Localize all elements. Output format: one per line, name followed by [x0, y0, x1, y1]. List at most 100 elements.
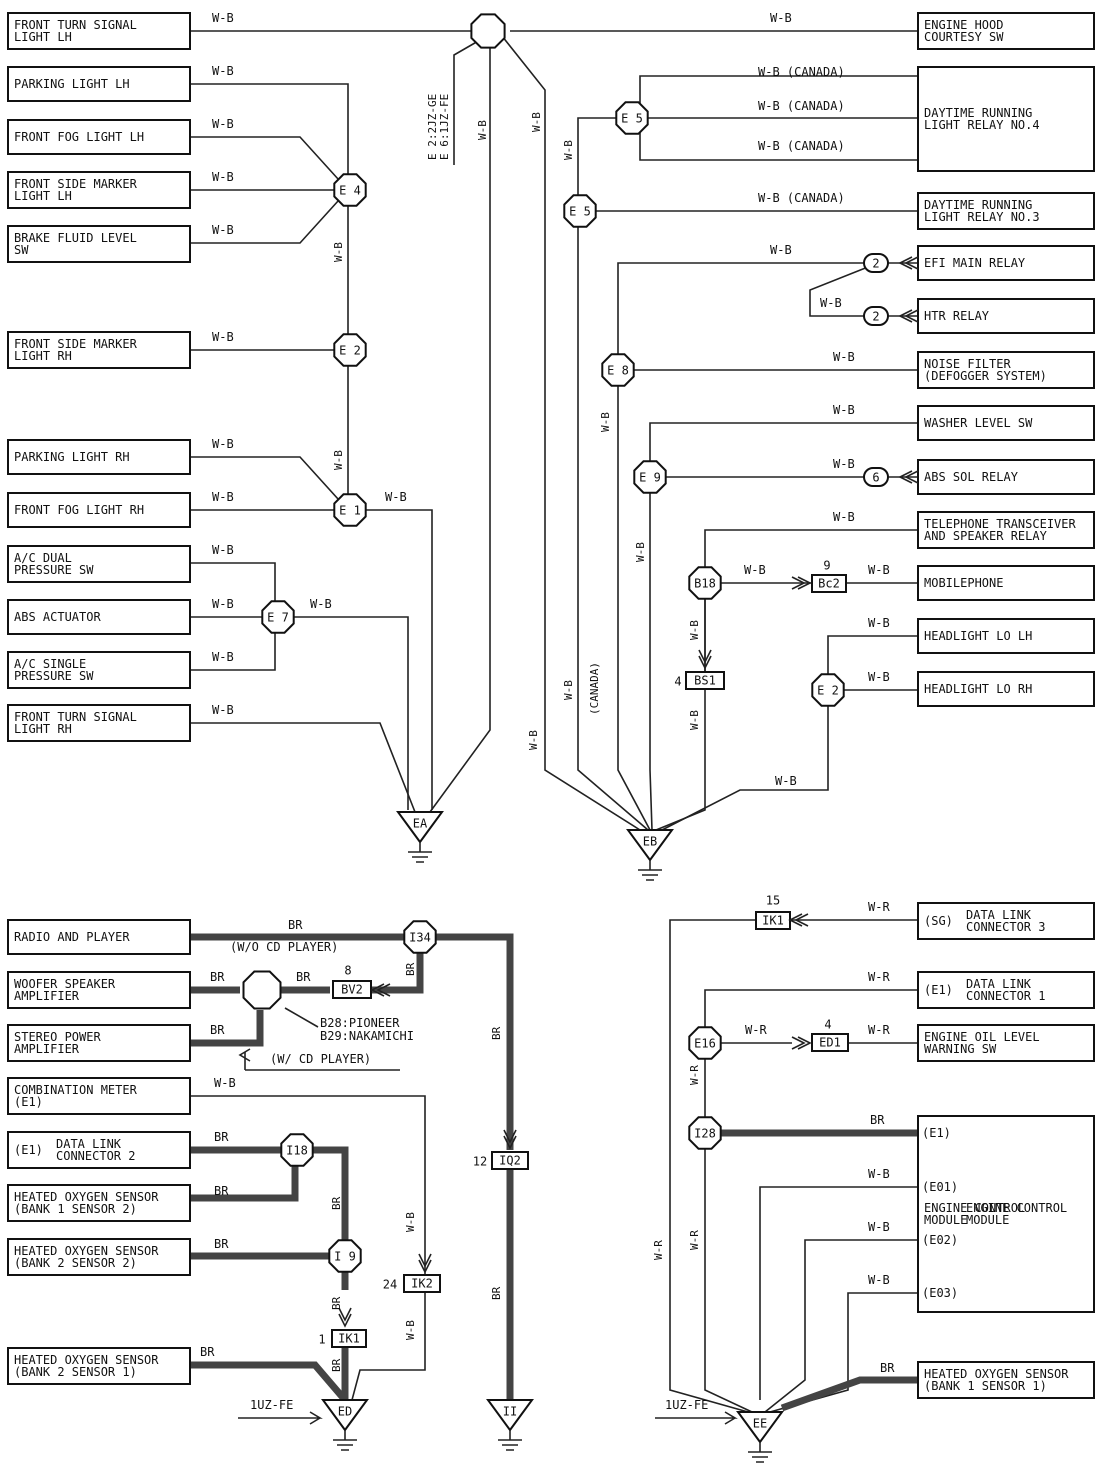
wire-front-turn-rh	[190, 722, 416, 813]
wire-e-ea	[429, 31, 491, 813]
headlight-lo-lh-box	[917, 618, 1095, 654]
wire-label: W-B	[212, 117, 234, 131]
splice-e8-id: E 8	[607, 364, 629, 378]
engine-note-pointer	[453, 39, 481, 165]
heated-oxygen-sensor-b1s2-box	[7, 1184, 191, 1222]
splice-e2-right-id: E 2	[817, 684, 839, 698]
wire-hos-b1s1	[780, 1376, 918, 1412]
wire-label-br: BR	[870, 1113, 885, 1127]
wire-label-wr: W-R	[868, 1023, 890, 1037]
wire-label: W-B	[212, 490, 234, 504]
front-fog-light-rh-box	[7, 492, 191, 528]
engine-hood-courtesy-sw-box-label-1: ENGINE HOOD	[924, 18, 1003, 32]
connector-bs1-pin: 4	[674, 675, 681, 689]
pin-abs-sol-relay-id: 6	[872, 471, 879, 485]
ecm-label-1: ENGINE CONTROL	[966, 1201, 1067, 1215]
front-side-marker-rh-box-label-2: LIGHT RH	[14, 349, 72, 363]
arrow-ik1-left	[338, 1307, 352, 1328]
wire-e7-ea	[275, 616, 409, 810]
note-1uz-fe-ed: 1UZ-FE	[250, 1398, 293, 1412]
wire-label: W-B	[868, 1273, 890, 1287]
ac-single-pressure-sw-box-label-2: PRESSURE SW	[14, 669, 94, 683]
engine-control-module-box-label-2: MODULE	[924, 1213, 967, 1227]
ecm-pin-e1: (E1)	[922, 1126, 951, 1140]
heated-oxygen-sensor-b1s1-box	[917, 1361, 1095, 1399]
headlight-lo-rh-box	[917, 671, 1095, 707]
wire-efi	[617, 262, 918, 831]
arrow-bv2	[370, 983, 391, 997]
engine-control-module-box	[917, 1115, 1095, 1313]
wire-label-vertical: W-B	[404, 1212, 417, 1232]
engine-hood-courtesy-sw-box-label-2: COURTESY SW	[924, 30, 1004, 44]
brake-fluid-level-sw-box	[7, 225, 191, 263]
connector-bc2-pin: 9	[823, 559, 830, 573]
wire-label-vertical: W-B	[530, 112, 543, 132]
note-b28-pioneer: B28:PIONEER	[320, 1016, 400, 1030]
wire-label-vertical: W-B	[562, 680, 575, 700]
ecm-pin-e01: (E01)	[922, 1180, 958, 1194]
note-b29-nakamichi: B29:NAKAMICHI	[320, 1029, 414, 1043]
wire-label: W-B	[833, 457, 855, 471]
drl-relay-no4-box-label-1: DAYTIME RUNNING	[924, 106, 1032, 120]
wire-label: W-B	[770, 11, 792, 25]
wire-label: W-B	[868, 616, 890, 630]
front-turn-signal-rh-box	[7, 704, 191, 742]
wire-label-canada: W-B (CANADA)	[758, 65, 845, 79]
connector-ik1-left-pin: 1	[318, 1333, 325, 1347]
wire-label: W-B	[868, 563, 890, 577]
engine-control-module-box-label-1: ENGINE CONTROL	[924, 1201, 1025, 1215]
wire-label-vertical: W-B	[688, 710, 701, 730]
heated-oxygen-sensor-b2s1-box	[7, 1347, 191, 1385]
connector-bv2-pin: 8	[344, 964, 351, 978]
drl-relay-no3-box-label-1: DAYTIME RUNNING	[924, 198, 1032, 212]
ecm-pin-e02: (E02)	[922, 1233, 958, 1247]
connector-bv2	[332, 980, 372, 999]
arrow-htr	[898, 309, 919, 323]
wire-label: W-B	[868, 670, 890, 684]
wire-label-vertical: W-B	[634, 542, 647, 562]
data-link-connector-1-box-pin: (E1)	[924, 983, 953, 997]
parking-light-rh-box-label-1: PARKING LIGHT RH	[14, 450, 130, 464]
arrow-ik1-right	[788, 913, 809, 927]
ground-ea-id: EA	[413, 817, 428, 831]
parking-light-lh-box	[7, 66, 191, 102]
wire-label-canada: W-B (CANADA)	[758, 139, 845, 153]
splice-i28	[688, 1116, 722, 1150]
wire-label-br: BR	[214, 1184, 229, 1198]
abs-actuator-box-label-1: ABS ACTUATOR	[14, 610, 101, 624]
parking-light-rh-box	[7, 439, 191, 475]
ac-dual-pressure-sw-box-label-2: PRESSURE SW	[14, 563, 94, 577]
splice-e2-right	[811, 673, 845, 707]
splice-b18-id: B18	[694, 577, 716, 591]
wire-hos-b1s2	[190, 1150, 299, 1202]
wire-label-br-vertical: BR	[404, 962, 417, 976]
wire-label: W-B	[744, 563, 766, 577]
front-fog-light-lh-box-label-1: FRONT FOG LIGHT LH	[14, 130, 144, 144]
wire-label-wr: W-R	[868, 970, 890, 984]
abs-sol-relay-box-label-1: ABS SOL RELAY	[924, 470, 1019, 484]
splice-e16-id: E16	[694, 1037, 716, 1051]
woofer-speaker-amplifier-box	[7, 971, 191, 1009]
drl-relay-no4-box	[917, 66, 1095, 172]
htr-relay-box-label-1: HTR RELAY	[924, 309, 990, 323]
engine-note-e6: E 6:1JZ-FE	[438, 94, 451, 160]
splice-e4-id: E 4	[339, 184, 361, 198]
wire-label: W-B	[833, 510, 855, 524]
front-side-marker-rh-box	[7, 331, 191, 369]
splice-e-engine	[470, 13, 506, 49]
radio-and-player-box	[7, 919, 191, 955]
splice-e7-id: E 7	[267, 611, 289, 625]
splice-i9	[328, 1239, 362, 1273]
connector-bv2-id: BV2	[341, 983, 363, 997]
engine-note-e2: E 2:2JZ-GE	[426, 94, 439, 160]
stereo-power-amplifier-box-label-1: STEREO POWER	[14, 1030, 101, 1044]
pin-htr-relay	[863, 306, 889, 326]
ac-single-pressure-sw-box	[7, 651, 191, 689]
wire-label-br-vertical: BR	[490, 1286, 503, 1300]
headlight-lo-rh-box-label-1: HEADLIGHT LO RH	[924, 682, 1032, 696]
wire-label-vertical: W-B	[404, 1320, 417, 1340]
data-link-connector-3-box-label-2: CONNECTOR 3	[966, 920, 1045, 934]
ecm-label-2: MODULE	[966, 1213, 1009, 1227]
efi-main-relay-box-label-1: EFI MAIN RELAY	[924, 256, 1026, 270]
connector-bs1-id: BS1	[694, 674, 716, 688]
